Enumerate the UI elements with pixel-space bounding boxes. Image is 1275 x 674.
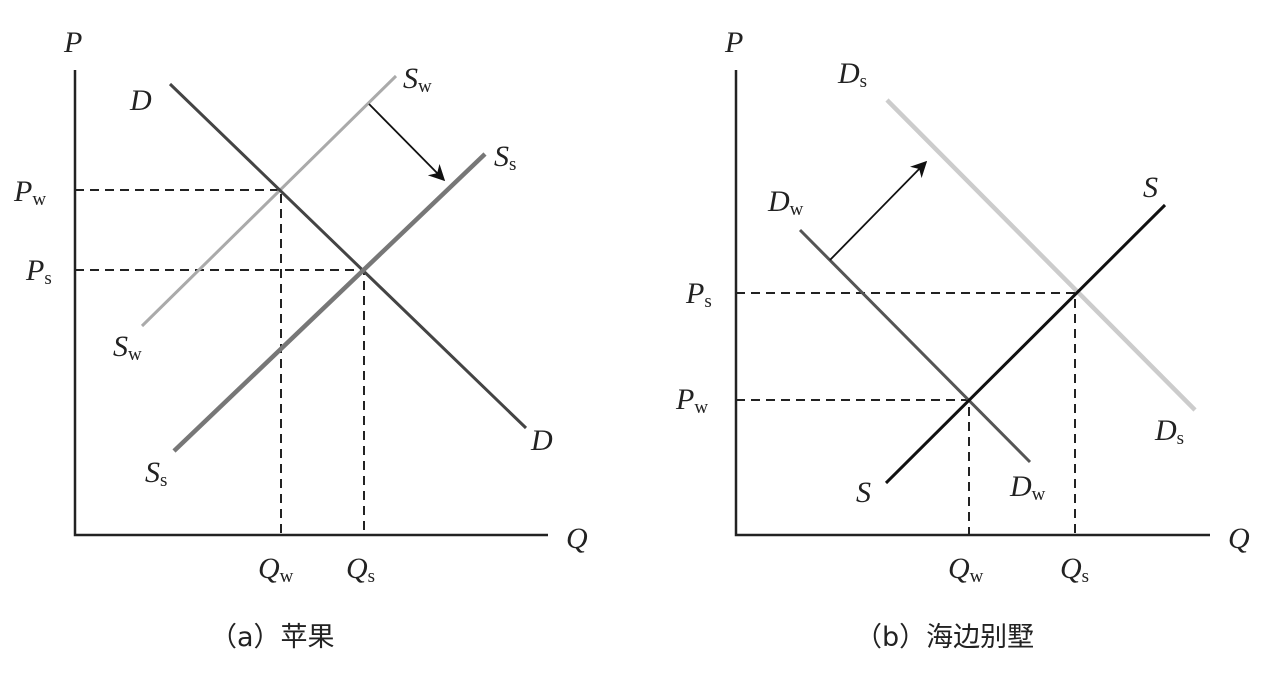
label-D-top: D (129, 84, 152, 117)
winter-equilibrium-guide (736, 399, 970, 535)
panel-beach-houses: P Q Ds Ds Dw Dw S S Ps Pw Qw Qs （b）海边别墅 (675, 26, 1250, 653)
axes (73, 70, 548, 537)
supply-line (884, 203, 1167, 485)
label-Sw-bottom: Sw (113, 330, 142, 365)
label-Qw: Qw (948, 552, 984, 587)
label-Sw-top: Sw (403, 62, 432, 97)
label-Dw-bottom: Dw (1009, 470, 1046, 505)
label-Ss-top: Ss (494, 140, 516, 175)
shift-arrow (368, 103, 446, 182)
x-axis-label: Q (566, 522, 588, 555)
supply-summer-line (172, 152, 487, 453)
demand-summer-line (885, 98, 1197, 412)
panel-apples: P Q D D Sw Sw Ss Ss Pw Ps Qw Qs （a）苹果 (13, 26, 588, 653)
label-Qw: Qw (258, 552, 294, 587)
demand-winter-line (798, 228, 1032, 464)
label-Qs: Qs (346, 552, 375, 587)
caption-a: （a）苹果 (210, 622, 335, 653)
x-axis-label: Q (1228, 522, 1250, 555)
label-Ss-bottom: Ss (145, 456, 167, 491)
shift-arrow (829, 160, 928, 261)
axes (734, 70, 1210, 537)
label-Ds-bottom: Ds (1154, 414, 1184, 449)
label-S-bottom: S (856, 476, 871, 509)
label-S-top: S (1143, 171, 1158, 204)
label-Qs: Qs (1060, 552, 1089, 587)
label-Dw-top: Dw (767, 185, 804, 220)
caption-b: （b）海边别墅 (855, 622, 1034, 653)
demand-line (168, 82, 528, 430)
label-D-bottom: D (530, 424, 553, 457)
y-axis-label: P (63, 26, 82, 59)
supply-winter-line (140, 74, 398, 328)
y-axis-label: P (724, 26, 743, 59)
label-Pw: Pw (675, 383, 708, 418)
winter-equilibrium-guide (75, 189, 282, 535)
label-Ps: Ps (685, 277, 712, 312)
label-Pw: Pw (13, 175, 46, 210)
label-Ds-top: Ds (837, 57, 867, 92)
label-Ps: Ps (25, 254, 52, 289)
